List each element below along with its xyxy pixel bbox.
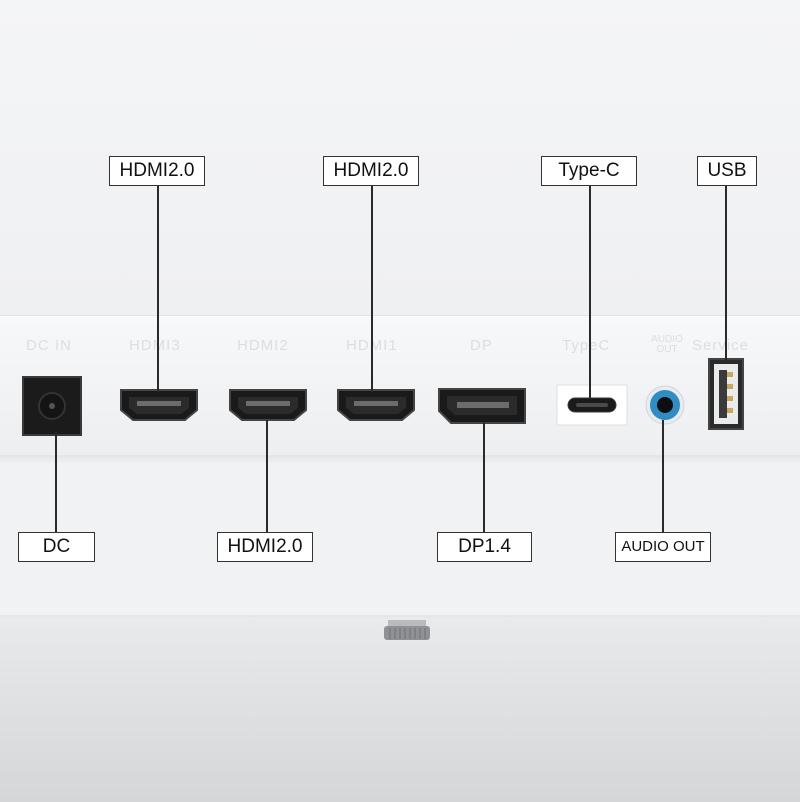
silk-audio-line1: AUDIO bbox=[651, 334, 683, 345]
leader-line-hdmi1 bbox=[371, 186, 373, 392]
audio-out-jack[interactable] bbox=[644, 384, 686, 426]
callout-audio-out: AUDIO OUT bbox=[615, 532, 711, 562]
silk-typec: TypeC bbox=[562, 337, 611, 354]
silk-service: Service bbox=[692, 337, 750, 354]
silk-dp: DP bbox=[470, 337, 493, 354]
callout-usb: USB bbox=[697, 156, 757, 186]
io-panel-lip bbox=[0, 455, 800, 463]
leader-line-hdmi3 bbox=[157, 186, 159, 392]
callout-dp: DP1.4 bbox=[437, 532, 532, 562]
leader-line-typec bbox=[589, 186, 591, 398]
usb-service-port[interactable] bbox=[708, 358, 744, 430]
leader-line-hdmi2 bbox=[266, 420, 268, 533]
silk-audio-line2: OUT bbox=[656, 344, 678, 355]
callout-dc: DC bbox=[18, 532, 95, 562]
silk-hdmi2: HDMI2 bbox=[237, 337, 289, 354]
silk-dc-in: DC IN bbox=[26, 337, 72, 354]
silk-audio-out: AUDIO OUT bbox=[648, 335, 686, 355]
stand-knob bbox=[384, 620, 430, 640]
stand-cavity bbox=[0, 615, 800, 802]
leader-line-dp bbox=[483, 422, 485, 533]
silk-hdmi3: HDMI3 bbox=[129, 337, 181, 354]
typec-port[interactable] bbox=[556, 384, 628, 426]
leader-line-usb bbox=[725, 186, 727, 362]
callout-hdmi2: HDMI2.0 bbox=[217, 532, 313, 562]
dc-in-port[interactable] bbox=[22, 376, 82, 436]
callout-typec: Type-C bbox=[541, 156, 637, 186]
callout-hdmi1: HDMI2.0 bbox=[323, 156, 419, 186]
hdmi1-port[interactable] bbox=[336, 388, 416, 422]
callout-hdmi3: HDMI2.0 bbox=[109, 156, 205, 186]
leader-line-dc bbox=[55, 432, 57, 533]
leader-line-audio bbox=[662, 420, 664, 533]
displayport-port[interactable] bbox=[437, 387, 527, 425]
hdmi3-port[interactable] bbox=[119, 388, 199, 422]
hdmi2-port[interactable] bbox=[228, 388, 308, 422]
